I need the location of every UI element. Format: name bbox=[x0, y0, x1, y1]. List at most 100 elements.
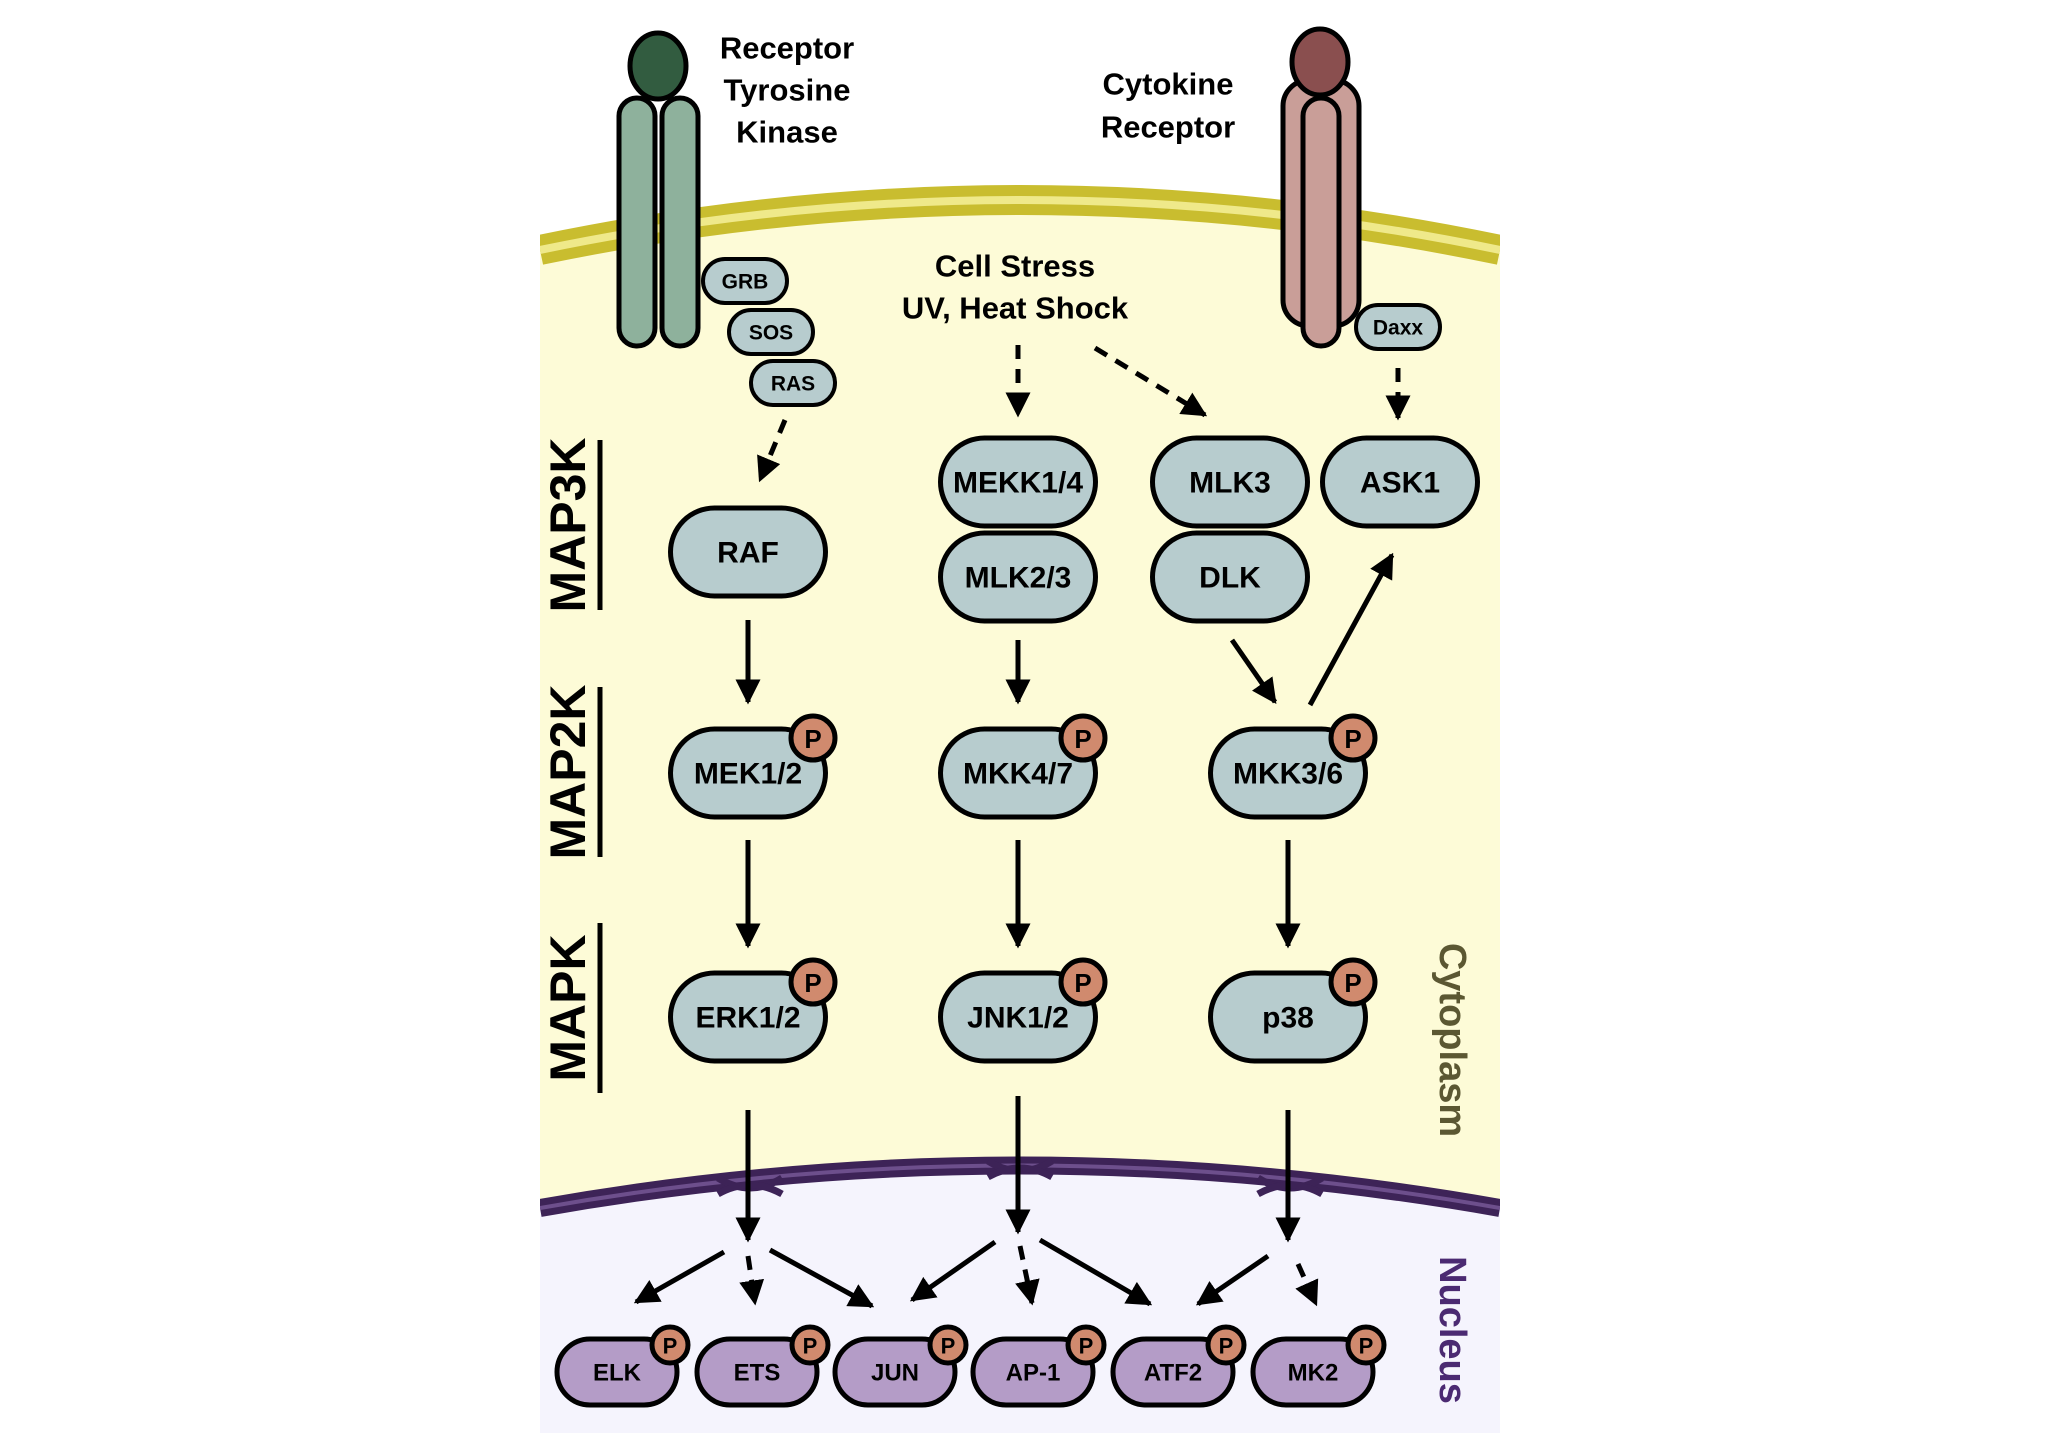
ras-to-raf-arrow bbox=[757, 419, 788, 483]
jun-target: JUN bbox=[832, 1336, 958, 1408]
mlk3-kinase-label: MLK3 bbox=[1189, 467, 1271, 500]
p38-phospho: P bbox=[1328, 957, 1378, 1007]
erk-to-elk-arrow bbox=[633, 1249, 726, 1305]
mk2-phospho-label: P bbox=[1359, 1334, 1374, 1359]
p38-to-atf2-arrow bbox=[1195, 1253, 1270, 1307]
mlk3-kinase: MLK3 bbox=[1150, 435, 1310, 529]
jnk-kinase-label: JNK1/2 bbox=[967, 1002, 1069, 1035]
mk2-target-shape bbox=[1250, 1336, 1376, 1408]
mkk36-kinase: MKK3/6 bbox=[1208, 726, 1368, 820]
grb-protein: GRB bbox=[701, 257, 789, 305]
map3k-tier-label: MAP3K bbox=[540, 437, 603, 613]
mlk3-kinase-shape bbox=[1150, 435, 1310, 529]
ask1-kinase-shape bbox=[1320, 435, 1480, 529]
erk-to-jun-arrow bbox=[768, 1247, 875, 1309]
map2k-tier-label: MAP2K bbox=[540, 684, 603, 860]
dlk-kinase-label: DLK bbox=[1199, 562, 1261, 595]
ap1-target-label: AP-1 bbox=[1006, 1360, 1061, 1387]
ap1-phospho-label: P bbox=[1079, 1334, 1094, 1359]
mapk-tier-label: MAPK bbox=[540, 923, 603, 1093]
stress-title-line2: UV, Heat Shock bbox=[902, 291, 1129, 326]
mkk36-phospho: P bbox=[1328, 713, 1378, 763]
mek-phospho-label: P bbox=[804, 724, 821, 754]
rtk-title-line2: Tyrosine bbox=[724, 73, 851, 108]
erk-phospho: P bbox=[788, 957, 838, 1007]
signaling-arrows bbox=[633, 345, 1411, 1309]
mlk23-kinase-label: MLK2/3 bbox=[965, 562, 1072, 595]
p38-kinase-label: p38 bbox=[1262, 1002, 1314, 1035]
jun-phospho-label: P bbox=[941, 1334, 956, 1359]
mkk47-phospho-label: P bbox=[1074, 724, 1091, 754]
ap1-target: AP-1 bbox=[970, 1336, 1096, 1408]
mekk-kinase: MEKK1/4 bbox=[938, 435, 1098, 529]
mlk23-kinase: MLK2/3 bbox=[938, 530, 1098, 624]
elk-phospho-label: P bbox=[663, 1334, 678, 1359]
daxx-protein-label: Daxx bbox=[1373, 317, 1424, 340]
raf-kinase: RAF bbox=[668, 505, 828, 599]
receptor-tyrosine-kinase bbox=[616, 30, 701, 349]
mekk-kinase-label: MEKK1/4 bbox=[953, 467, 1083, 500]
jnk-kinase-shape bbox=[938, 970, 1098, 1064]
grb-protein-shape bbox=[701, 257, 789, 305]
elk-target-label: ELK bbox=[593, 1360, 642, 1387]
p38-phospho-label: P bbox=[1344, 968, 1361, 998]
erk-kinase-shape bbox=[668, 970, 828, 1064]
jnk-kinase: JNK1/2 bbox=[938, 970, 1098, 1064]
erk-to-ets-arrow bbox=[739, 1255, 765, 1306]
ask1-kinase: ASK1 bbox=[1320, 435, 1480, 529]
ask1-kinase-label: ASK1 bbox=[1360, 467, 1440, 500]
map3k-tier-label-text: MAP3K bbox=[540, 437, 596, 612]
erk-phospho-label: P bbox=[804, 968, 821, 998]
mlk23-kinase-shape bbox=[938, 530, 1098, 624]
jnk-to-ap1-arrow bbox=[1015, 1245, 1040, 1306]
raf-kinase-shape bbox=[668, 505, 828, 599]
atf2-phospho: P bbox=[1205, 1324, 1247, 1366]
ets-phospho: P bbox=[789, 1324, 831, 1366]
p38-to-mk2-arrow bbox=[1295, 1262, 1319, 1307]
atf2-phospho-label: P bbox=[1219, 1334, 1234, 1359]
cytokine-title-line2: Receptor bbox=[1101, 110, 1235, 145]
nucleus-label: Nucleus bbox=[1431, 1256, 1473, 1404]
elk-target: ELK bbox=[554, 1336, 680, 1408]
daxx-protein: Daxx bbox=[1354, 303, 1442, 351]
daxx-protein-shape bbox=[1354, 303, 1442, 351]
dlk-to-mkk36-arrow bbox=[1229, 638, 1278, 705]
stress-to-mlk3-arrow bbox=[1093, 345, 1208, 418]
erk-kinase: ERK1/2 bbox=[668, 970, 828, 1064]
jun-target-label: JUN bbox=[871, 1360, 919, 1387]
jun-phospho: P bbox=[927, 1324, 969, 1366]
erk-kinase-label: ERK1/2 bbox=[695, 1002, 800, 1035]
rtk-title-line3: Kinase bbox=[736, 115, 838, 150]
mek-kinase-label: MEK1/2 bbox=[694, 758, 802, 791]
elk-phospho: P bbox=[649, 1324, 691, 1366]
ras-protein-shape bbox=[749, 359, 837, 407]
grb-protein-label: GRB bbox=[722, 271, 769, 294]
cytoplasm-label: Cytoplasm bbox=[1431, 943, 1473, 1137]
mekk-kinase-shape bbox=[938, 435, 1098, 529]
mkk47-kinase: MKK4/7 bbox=[938, 726, 1098, 820]
ets-target-shape bbox=[694, 1336, 820, 1408]
jnk-to-jun-arrow bbox=[909, 1239, 997, 1303]
mkk47-kinase-shape bbox=[938, 726, 1098, 820]
atf2-target-label: ATF2 bbox=[1144, 1360, 1202, 1387]
jnk-to-atf2-arrow bbox=[1038, 1237, 1153, 1307]
mapk-tier-label-text: MAPK bbox=[540, 934, 596, 1081]
mkk47-phospho: P bbox=[1058, 713, 1108, 763]
sos-protein-label: SOS bbox=[749, 322, 793, 345]
ets-target-label: ETS bbox=[734, 1360, 781, 1387]
jnk-phospho-label: P bbox=[1074, 968, 1091, 998]
mek-kinase-shape bbox=[668, 726, 828, 820]
ras-protein-label: RAS bbox=[771, 373, 815, 396]
ras-protein: RAS bbox=[749, 359, 837, 407]
mek-kinase: MEK1/2 bbox=[668, 726, 828, 820]
sos-protein-shape bbox=[727, 308, 815, 356]
p38-kinase: p38 bbox=[1208, 970, 1368, 1064]
rtk-title-line1: Receptor bbox=[720, 31, 854, 66]
sos-protein: SOS bbox=[727, 308, 815, 356]
atf2-target-shape bbox=[1110, 1336, 1236, 1408]
mkk36-kinase-label: MKK3/6 bbox=[1233, 758, 1343, 791]
ets-target: ETS bbox=[694, 1336, 820, 1408]
mk2-phospho: P bbox=[1345, 1324, 1387, 1366]
mek-phospho: P bbox=[788, 713, 838, 763]
